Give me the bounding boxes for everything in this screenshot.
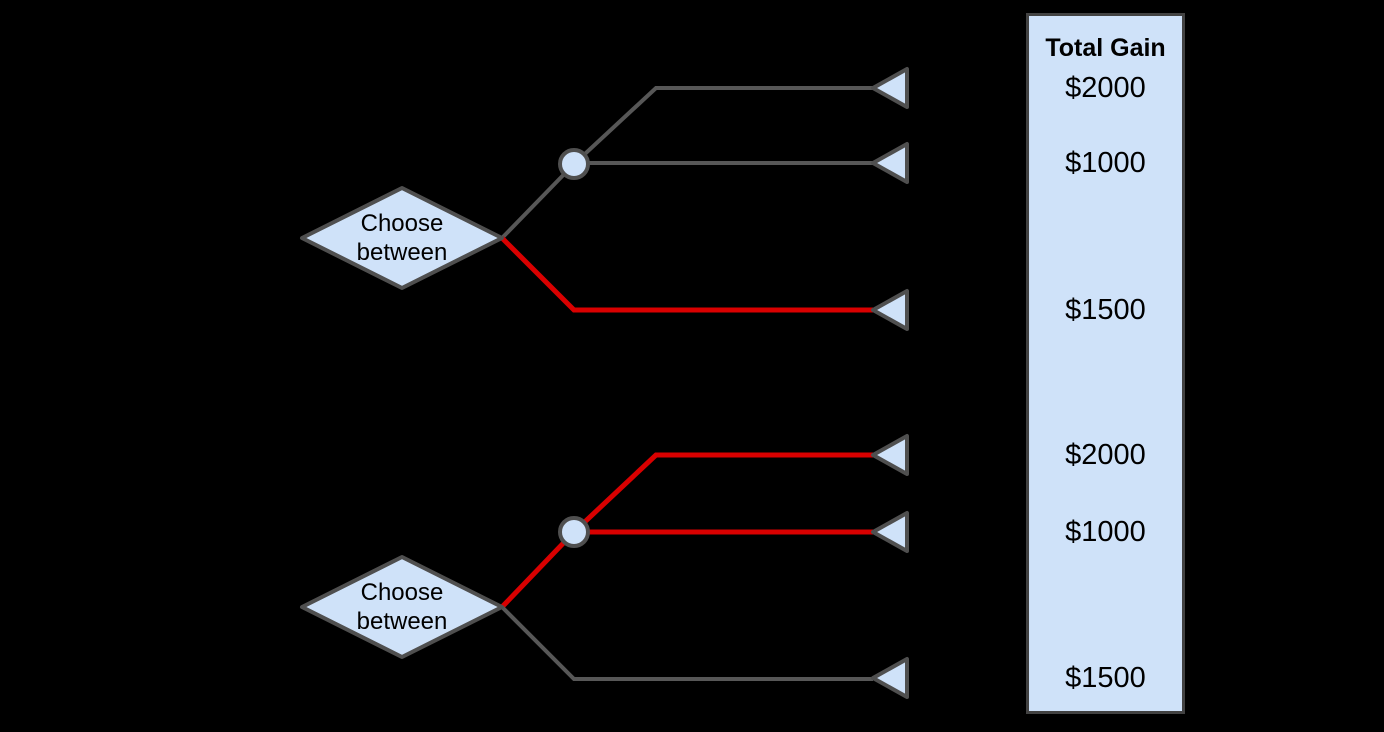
top-terminal-1	[871, 67, 909, 109]
payoff-value: $2000	[1065, 439, 1146, 471]
payoff-value: $1500	[1065, 294, 1146, 326]
tree-top	[300, 67, 909, 331]
bottom-terminal-2	[871, 511, 909, 553]
top-decision-label: Choose between	[356, 210, 448, 266]
top-gamble-upper-branch	[500, 86, 873, 240]
bottom-terminal-1	[871, 434, 909, 476]
top-decision-diamond	[300, 186, 504, 290]
bottom-terminal-3	[871, 657, 909, 699]
bottom-sure-branch	[500, 605, 873, 681]
bottom-decision-diamond	[300, 555, 504, 659]
payoff-value: $1000	[1065, 516, 1146, 548]
bottom-chance-node	[558, 516, 590, 548]
total-gain-title: Total Gain	[1045, 34, 1166, 62]
bottom-decision-label: Choose between	[356, 579, 448, 635]
payoff-value: $1500	[1065, 662, 1146, 694]
payoff-value: $1000	[1065, 147, 1146, 179]
top-terminal-2	[871, 142, 909, 184]
total-gain-panel: Total Gain $2000 $1000 $1500 $2000 $1000…	[1026, 13, 1185, 714]
tree-bottom	[300, 434, 909, 699]
bottom-gamble-upper-branch-red	[500, 452, 873, 609]
top-terminal-3	[871, 289, 909, 331]
top-chance-node	[558, 148, 590, 180]
top-sure-branch-red	[500, 236, 873, 313]
payoff-value: $2000	[1065, 72, 1146, 104]
